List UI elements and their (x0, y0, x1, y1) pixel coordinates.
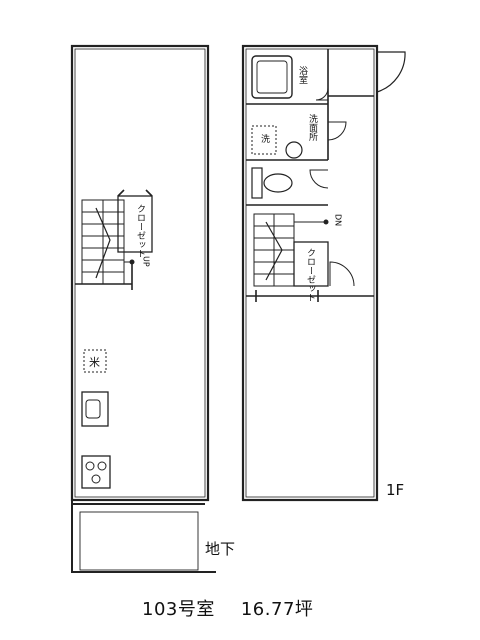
toilet-bowl (263, 173, 293, 193)
stair-label-1f: DN (334, 214, 343, 226)
stove-burner (97, 461, 107, 471)
toilet-door-swing (309, 169, 329, 189)
room-label-closet-1f: クローゼット (305, 248, 316, 302)
basement-staircase (81, 199, 135, 285)
basement-closet (117, 189, 153, 253)
main-room-wall (246, 290, 374, 302)
floor-label-1f: 1F (386, 481, 405, 499)
basement-outer-wall (70, 44, 210, 502)
basement-plan (70, 44, 216, 573)
basement-sink (81, 391, 109, 427)
entrance-door-swing (376, 51, 406, 93)
wash-basin (285, 141, 303, 159)
closet-door-swing (329, 261, 355, 287)
wet-core-wall (246, 49, 374, 206)
stove-burner (85, 461, 95, 471)
room-label-closet-b1: クローゼット (135, 204, 146, 258)
basement-annex-wall (71, 500, 216, 573)
plan-labels: 浴室 洗面所 洗 クローゼット クローゼット UP DN 米 (89, 66, 343, 369)
room-number: 103号室 (142, 599, 215, 620)
basement-annex-inner (79, 511, 199, 571)
first-floor-outer-wall (241, 44, 379, 502)
basement-stove (81, 455, 111, 489)
washroom-door-swing (327, 121, 347, 141)
plan-caption: 103号室 16.77坪 (142, 595, 313, 621)
washer-label: 洗 (259, 133, 270, 144)
first-floor-plan (241, 44, 406, 502)
stair-label-b1: UP (142, 256, 151, 267)
basement-sink-bowl (85, 399, 101, 419)
bath-door-swing (315, 87, 329, 101)
room-label-bath: 浴室 (297, 66, 308, 84)
bathtub (251, 55, 293, 99)
room-label-washroom: 洗面所 (307, 113, 318, 142)
bathtub-inner (256, 60, 288, 94)
basement-outer-wall-inner (74, 48, 206, 498)
stove-burner (91, 474, 101, 484)
kitchen-mark: 米 (89, 356, 100, 369)
floor-label-basement: 地下 (205, 540, 236, 558)
toilet-tank (251, 167, 263, 199)
floor-area: 16.77坪 (240, 599, 314, 620)
first-floor-staircase (253, 213, 329, 287)
first-floor-closet (293, 241, 329, 287)
washer-box (251, 125, 277, 155)
first-floor-outer-wall-inner (245, 48, 375, 498)
kitchen-vent-box (83, 349, 107, 373)
